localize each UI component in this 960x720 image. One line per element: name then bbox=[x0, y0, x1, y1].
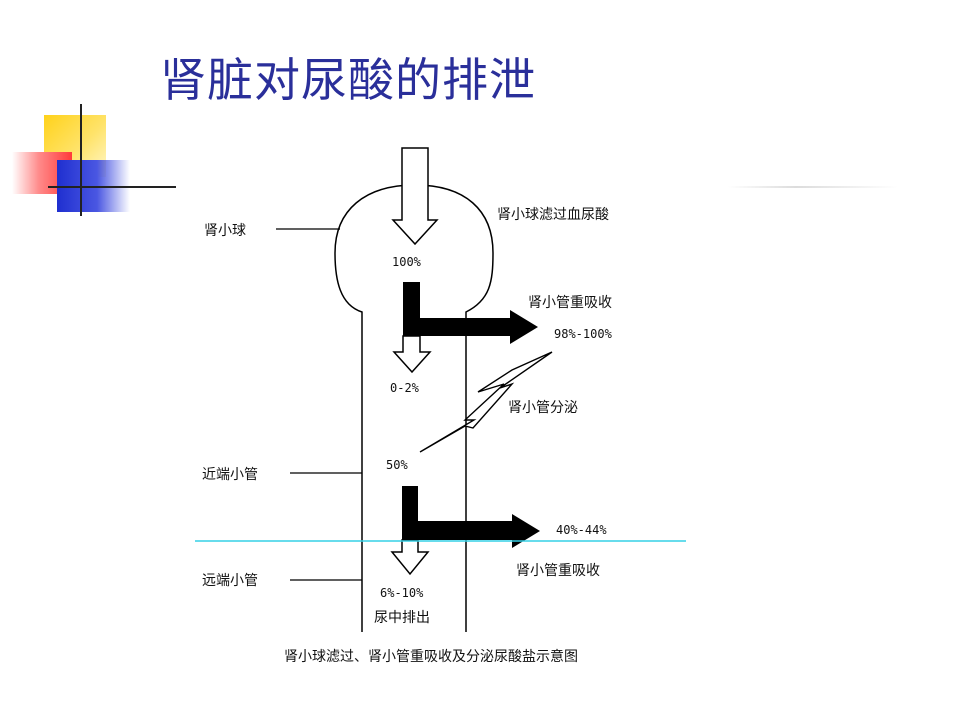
label-tubular-reabsorption-1: 肾小管重吸收 bbox=[528, 295, 612, 311]
excretion-arrow bbox=[390, 539, 430, 576]
secretion-arrow bbox=[419, 351, 553, 453]
faded-rule-decoration bbox=[728, 186, 898, 188]
value-remaining: 0-2% bbox=[390, 381, 419, 395]
value-reabsorbed-1: 98%-100% bbox=[554, 327, 612, 341]
remaining-arrow bbox=[392, 335, 432, 374]
label-distal-tubule: 远端小管 bbox=[202, 573, 258, 589]
slide-title: 肾脏对尿酸的排泄 bbox=[160, 53, 536, 107]
value-secreted: 50% bbox=[386, 458, 408, 472]
reabsorption-arrow-1 bbox=[403, 282, 538, 344]
filtration-arrow bbox=[391, 147, 439, 246]
label-urine-excretion: 尿中排出 bbox=[374, 610, 430, 626]
label-glomerulus: 肾小球 bbox=[204, 223, 246, 239]
label-tubular-secretion: 肾小管分泌 bbox=[508, 400, 578, 416]
value-excreted: 6%-10% bbox=[380, 586, 424, 600]
vertical-rule-decoration bbox=[80, 104, 82, 216]
value-filtered: 100% bbox=[392, 255, 421, 269]
horizontal-rule-decoration bbox=[48, 186, 176, 188]
label-proximal-tubule: 近端小管 bbox=[202, 467, 258, 483]
label-glomerular-filtration: 肾小球滤过血尿酸 bbox=[497, 207, 609, 223]
diagram-caption: 肾小球滤过、肾小管重吸收及分泌尿酸盐示意图 bbox=[284, 649, 578, 665]
value-reabsorbed-2: 40%-44% bbox=[556, 523, 607, 537]
reabsorption-arrow-2 bbox=[402, 486, 540, 548]
label-tubular-reabsorption-2: 肾小管重吸收 bbox=[516, 563, 600, 579]
